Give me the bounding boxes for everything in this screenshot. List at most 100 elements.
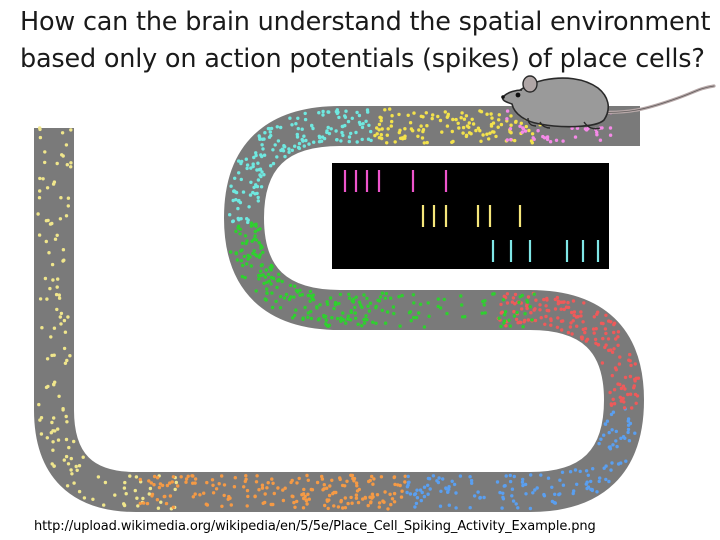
- spike-dot: [629, 364, 632, 367]
- spike-dot: [529, 507, 532, 510]
- spike-dot: [294, 308, 297, 311]
- spike-dot: [398, 129, 401, 132]
- spike-dot: [546, 138, 549, 141]
- spike-dot: [260, 143, 263, 146]
- spike-dot: [305, 474, 308, 477]
- spike-dot: [599, 438, 602, 441]
- spike-dot: [265, 287, 268, 290]
- spike-dot: [616, 382, 619, 385]
- spike-dot: [389, 503, 392, 506]
- spike-dot: [293, 506, 296, 509]
- spike-dot: [261, 147, 264, 150]
- spike-dot: [175, 481, 178, 484]
- spike-dot: [239, 228, 242, 231]
- spike-dot: [610, 461, 613, 464]
- spike-dot: [583, 331, 586, 334]
- spike-dot: [351, 117, 354, 120]
- spike-dot: [323, 504, 326, 507]
- spike-dot: [592, 327, 595, 330]
- spike-dot: [460, 116, 463, 119]
- spike-dot: [151, 493, 154, 496]
- spike-dot: [69, 128, 72, 131]
- spike-dot: [369, 479, 372, 482]
- spike-dot: [334, 303, 337, 306]
- spike-dot: [245, 167, 248, 170]
- spike-dot: [289, 481, 292, 484]
- spike-dot: [254, 230, 257, 233]
- spike-dot: [501, 311, 504, 314]
- spike-dot: [347, 293, 350, 296]
- spike-dot: [550, 486, 553, 489]
- spike-dot: [242, 485, 245, 488]
- spike-dot: [259, 270, 262, 273]
- spike-dot: [318, 303, 321, 306]
- spike-dot: [247, 205, 250, 208]
- spike-dot: [70, 457, 73, 460]
- spike-dot: [68, 354, 71, 357]
- spike-dot: [235, 252, 238, 255]
- spike-dot: [489, 112, 492, 115]
- spike-dot: [612, 398, 615, 401]
- spike-dot: [341, 484, 344, 487]
- spike-dot: [593, 331, 596, 334]
- spike-dot: [260, 170, 263, 173]
- spike-dot: [39, 297, 42, 300]
- spike-dot: [437, 297, 440, 300]
- spike-dot: [367, 124, 370, 127]
- spike-dot: [369, 501, 372, 504]
- spike-dot: [415, 489, 418, 492]
- spike-dot: [356, 489, 359, 492]
- spike-dot: [336, 112, 339, 115]
- spike-dot: [122, 502, 125, 505]
- spike-dot: [67, 204, 70, 207]
- spike-dot: [163, 495, 166, 498]
- spike-dot: [586, 338, 589, 341]
- spike-dot: [451, 480, 454, 483]
- spike-dot: [38, 189, 41, 192]
- spike-dot: [267, 273, 270, 276]
- spike-dot: [365, 297, 368, 300]
- spike-dot: [339, 293, 342, 296]
- spike-dot: [39, 136, 42, 139]
- spike-dot: [388, 493, 391, 496]
- spike-dot: [561, 471, 564, 474]
- spike-dot: [97, 475, 100, 478]
- spike-dot: [554, 307, 557, 310]
- spike-dot: [152, 483, 155, 486]
- spike-dot: [556, 326, 559, 329]
- spike-dot: [53, 354, 56, 357]
- spike-dot: [633, 432, 636, 435]
- spike-dot: [616, 335, 619, 338]
- spike-dot: [261, 486, 264, 489]
- spike-dot: [606, 420, 609, 423]
- spike-dot: [531, 132, 534, 135]
- spike-dot: [243, 255, 246, 258]
- spike-dot: [57, 395, 60, 398]
- spike-dot: [113, 493, 116, 496]
- spike-dot: [612, 411, 615, 414]
- spike-dot: [468, 121, 471, 124]
- spike-dot: [46, 219, 49, 222]
- spike-dot: [507, 319, 510, 322]
- spike-dot: [421, 136, 424, 139]
- spike-dot: [212, 491, 215, 494]
- spike-dot: [327, 126, 330, 129]
- spike-dot: [575, 483, 578, 486]
- spike-dot: [413, 493, 416, 496]
- spike-dot: [347, 315, 350, 318]
- spike-dot: [312, 141, 315, 144]
- spike-dot: [348, 135, 351, 138]
- spike-dot: [384, 297, 387, 300]
- spike-dot: [202, 492, 205, 495]
- spike-dot: [385, 141, 388, 144]
- spike-dot: [301, 128, 304, 131]
- spike-dot: [610, 404, 613, 407]
- spike-dot: [234, 198, 237, 201]
- spike-dot: [538, 308, 541, 311]
- spike-dot: [271, 306, 274, 309]
- spike-dot: [585, 469, 588, 472]
- spike-dot: [557, 299, 560, 302]
- spike-dot: [566, 301, 569, 304]
- spike-dot: [327, 507, 330, 510]
- spike-dot: [262, 137, 265, 140]
